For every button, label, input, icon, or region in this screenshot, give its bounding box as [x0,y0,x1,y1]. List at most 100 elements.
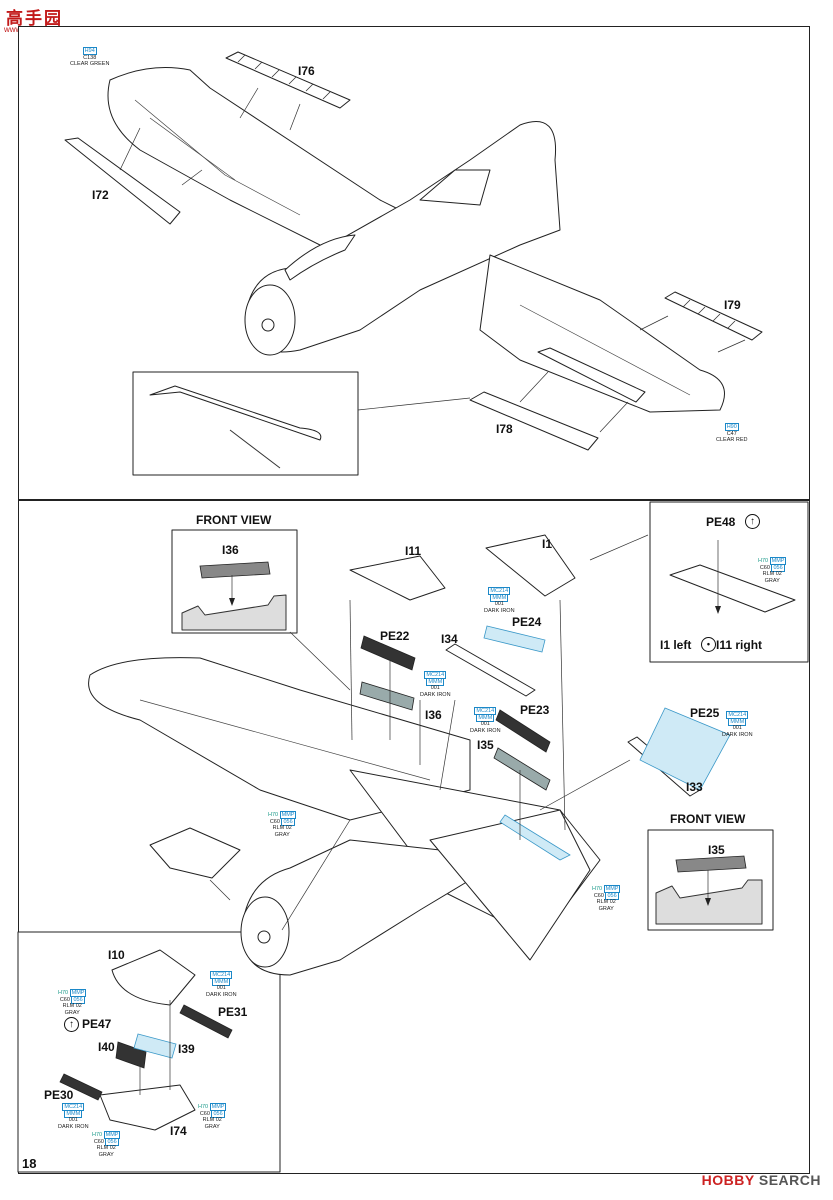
rlm-num: 056 [211,1109,225,1118]
dark-iron-brand: MMM [476,713,495,722]
dark-iron-brand: MMM [728,717,747,726]
front-view-part-i35: I35 [708,843,725,857]
front-view-title-2: FRONT VIEW [670,812,746,826]
part-label-i34: I34 [441,632,458,646]
clear-green-callout: H94 C138 CLEAR GREEN [70,47,110,68]
rlm-c: C60 [59,996,70,1003]
dark-iron-brand: MMM [64,1109,83,1118]
rlm-brand: MMP [69,989,87,997]
rlm-name: RLM 02 [96,1145,116,1151]
rlm-num: 056 [281,817,295,826]
rlm-color: GRAY [274,831,290,838]
bend-icon: ↑ [745,514,760,529]
rlm-brand: MMP [279,811,297,819]
dark-iron-code: MC214 [210,971,233,979]
clear-green-code2: C138 [83,54,97,61]
dark-iron-brand: MMM [212,977,231,986]
rlm-gray-callout-5: H70 MMP C60 056 RLM 02 GRAY [92,1131,121,1158]
dark-iron-callout-1: MC214 MMM 001 DARK IRON [484,587,515,614]
rlm-code: H70 [592,886,603,892]
part-label-i1: I1 [542,537,553,551]
rlm-c: C60 [269,818,280,825]
clear-red-code1: H90 [724,423,739,431]
dark-iron-code: MC214 [488,587,511,595]
rlm-name: RLM 02 [62,1003,82,1009]
clear-green-code1: H94 [82,47,97,55]
part-label-i74: I74 [170,1124,187,1138]
rlm-gray-callout-4: H70 MMP C60 056 RLM 02 GRAY [198,1103,227,1130]
dark-iron-num: 001 [732,725,742,731]
rlm-name: RLM 02 [272,825,292,831]
rlm-gray-callout-1: H70 MMP C60 056 RLM 02 GRAY [268,811,297,838]
part-label-pe47: PE47 [82,1017,112,1031]
part-label-pe31: PE31 [218,1005,248,1019]
watermark-title: 高手园 [6,9,63,28]
part-label-i33: I33 [686,780,703,794]
dark-iron-name: DARK IRON [206,991,237,998]
inset-color-callout: H70 MMP C60 056 RLM 02 GRAY [758,557,787,584]
rlm-num: 056 [105,1137,119,1146]
dark-iron-callout-3: MC214 MMM 001 DARK IRON [470,707,501,734]
rlm-c: C60 [593,892,604,899]
dark-iron-num: 001 [480,721,490,727]
rlm-code: H70 [58,990,69,996]
dark-iron-num: 001 [494,601,504,607]
inset-caption-left: I1 left [660,638,692,652]
rlm-c: C60 [199,1110,210,1117]
rlm-brand: MMP [209,1103,227,1111]
target-icon: • [701,637,716,652]
rlm-brand: MMP [603,885,621,893]
rlm-code: H70 [198,1104,209,1110]
part-label-i10: I10 [108,948,125,962]
dark-iron-num: 001 [430,685,440,691]
rlm-name: RLM 02 [202,1117,222,1123]
clear-red-callout: H90 C47 CLEAR RED [716,423,748,444]
rlm-brand: MMP [103,1131,121,1139]
dark-iron-callout-5: MC214 MMM 001 DARK IRON [206,971,237,998]
dark-iron-code: MC214 [62,1103,85,1111]
rlm-c: C60 [93,1138,104,1145]
dark-iron-brand: MMM [426,677,445,686]
dark-iron-name: DARK IRON [470,727,501,734]
brand-prefix: HOBBY [701,1172,755,1188]
part-label-i35: I35 [477,738,494,752]
dark-iron-name: DARK IRON [420,691,451,698]
part-label-i72: I72 [92,188,109,202]
part-label-pe24: PE24 [512,615,542,629]
inset-color-c2: MMP [769,557,787,565]
part-label-pe48: PE48 [706,515,736,529]
dark-iron-callout-6: MC214 MMM 001 DARK IRON [58,1103,89,1130]
part-label-i36: I36 [425,708,442,722]
inset-color-c4: 056 [771,563,785,572]
rlm-gray-callout-3: H70 MMP C60 056 RLM 02 GRAY [58,989,87,1016]
rlm-color: GRAY [98,1151,114,1158]
part-label-pe23: PE23 [520,703,550,717]
rlm-num: 056 [71,995,85,1004]
part-label-pe25: PE25 [690,706,720,720]
dark-iron-brand: MMM [490,593,509,602]
part-label-i78: I78 [496,422,513,436]
rlm-num: 056 [605,891,619,900]
part-label-i40: I40 [98,1040,115,1054]
clear-green-name: CLEAR GREEN [70,61,110,67]
rlm-color: GRAY [204,1123,220,1130]
brand-logo: HOBBY SEARCH [702,1172,821,1188]
brand-suffix: SEARCH [758,1172,821,1188]
clear-red-name: CLEAR RED [716,437,748,443]
inset-color-c6: GRAY [764,577,780,584]
inset-color-c5: RLM 02 [762,571,782,577]
dark-iron-callout-4: MC214 MMM 001 DARK IRON [722,711,753,738]
part-label-pe30: PE30 [44,1088,74,1102]
part-label-i76: I76 [298,64,315,78]
rlm-gray-callout-2: H70 MMP C60 056 RLM 02 GRAY [592,885,621,912]
part-label-pe22: PE22 [380,629,410,643]
inset-caption-right: I11 right [716,638,763,652]
rlm-code: H70 [268,812,279,818]
dark-iron-code: MC214 [726,711,749,719]
part-label-i39: I39 [178,1042,195,1056]
bend-icon-pe47: ↑ [64,1017,79,1032]
dark-iron-num: 001 [68,1117,78,1123]
front-view-part-i36: I36 [222,543,239,557]
front-view-title-1: FRONT VIEW [196,513,272,527]
